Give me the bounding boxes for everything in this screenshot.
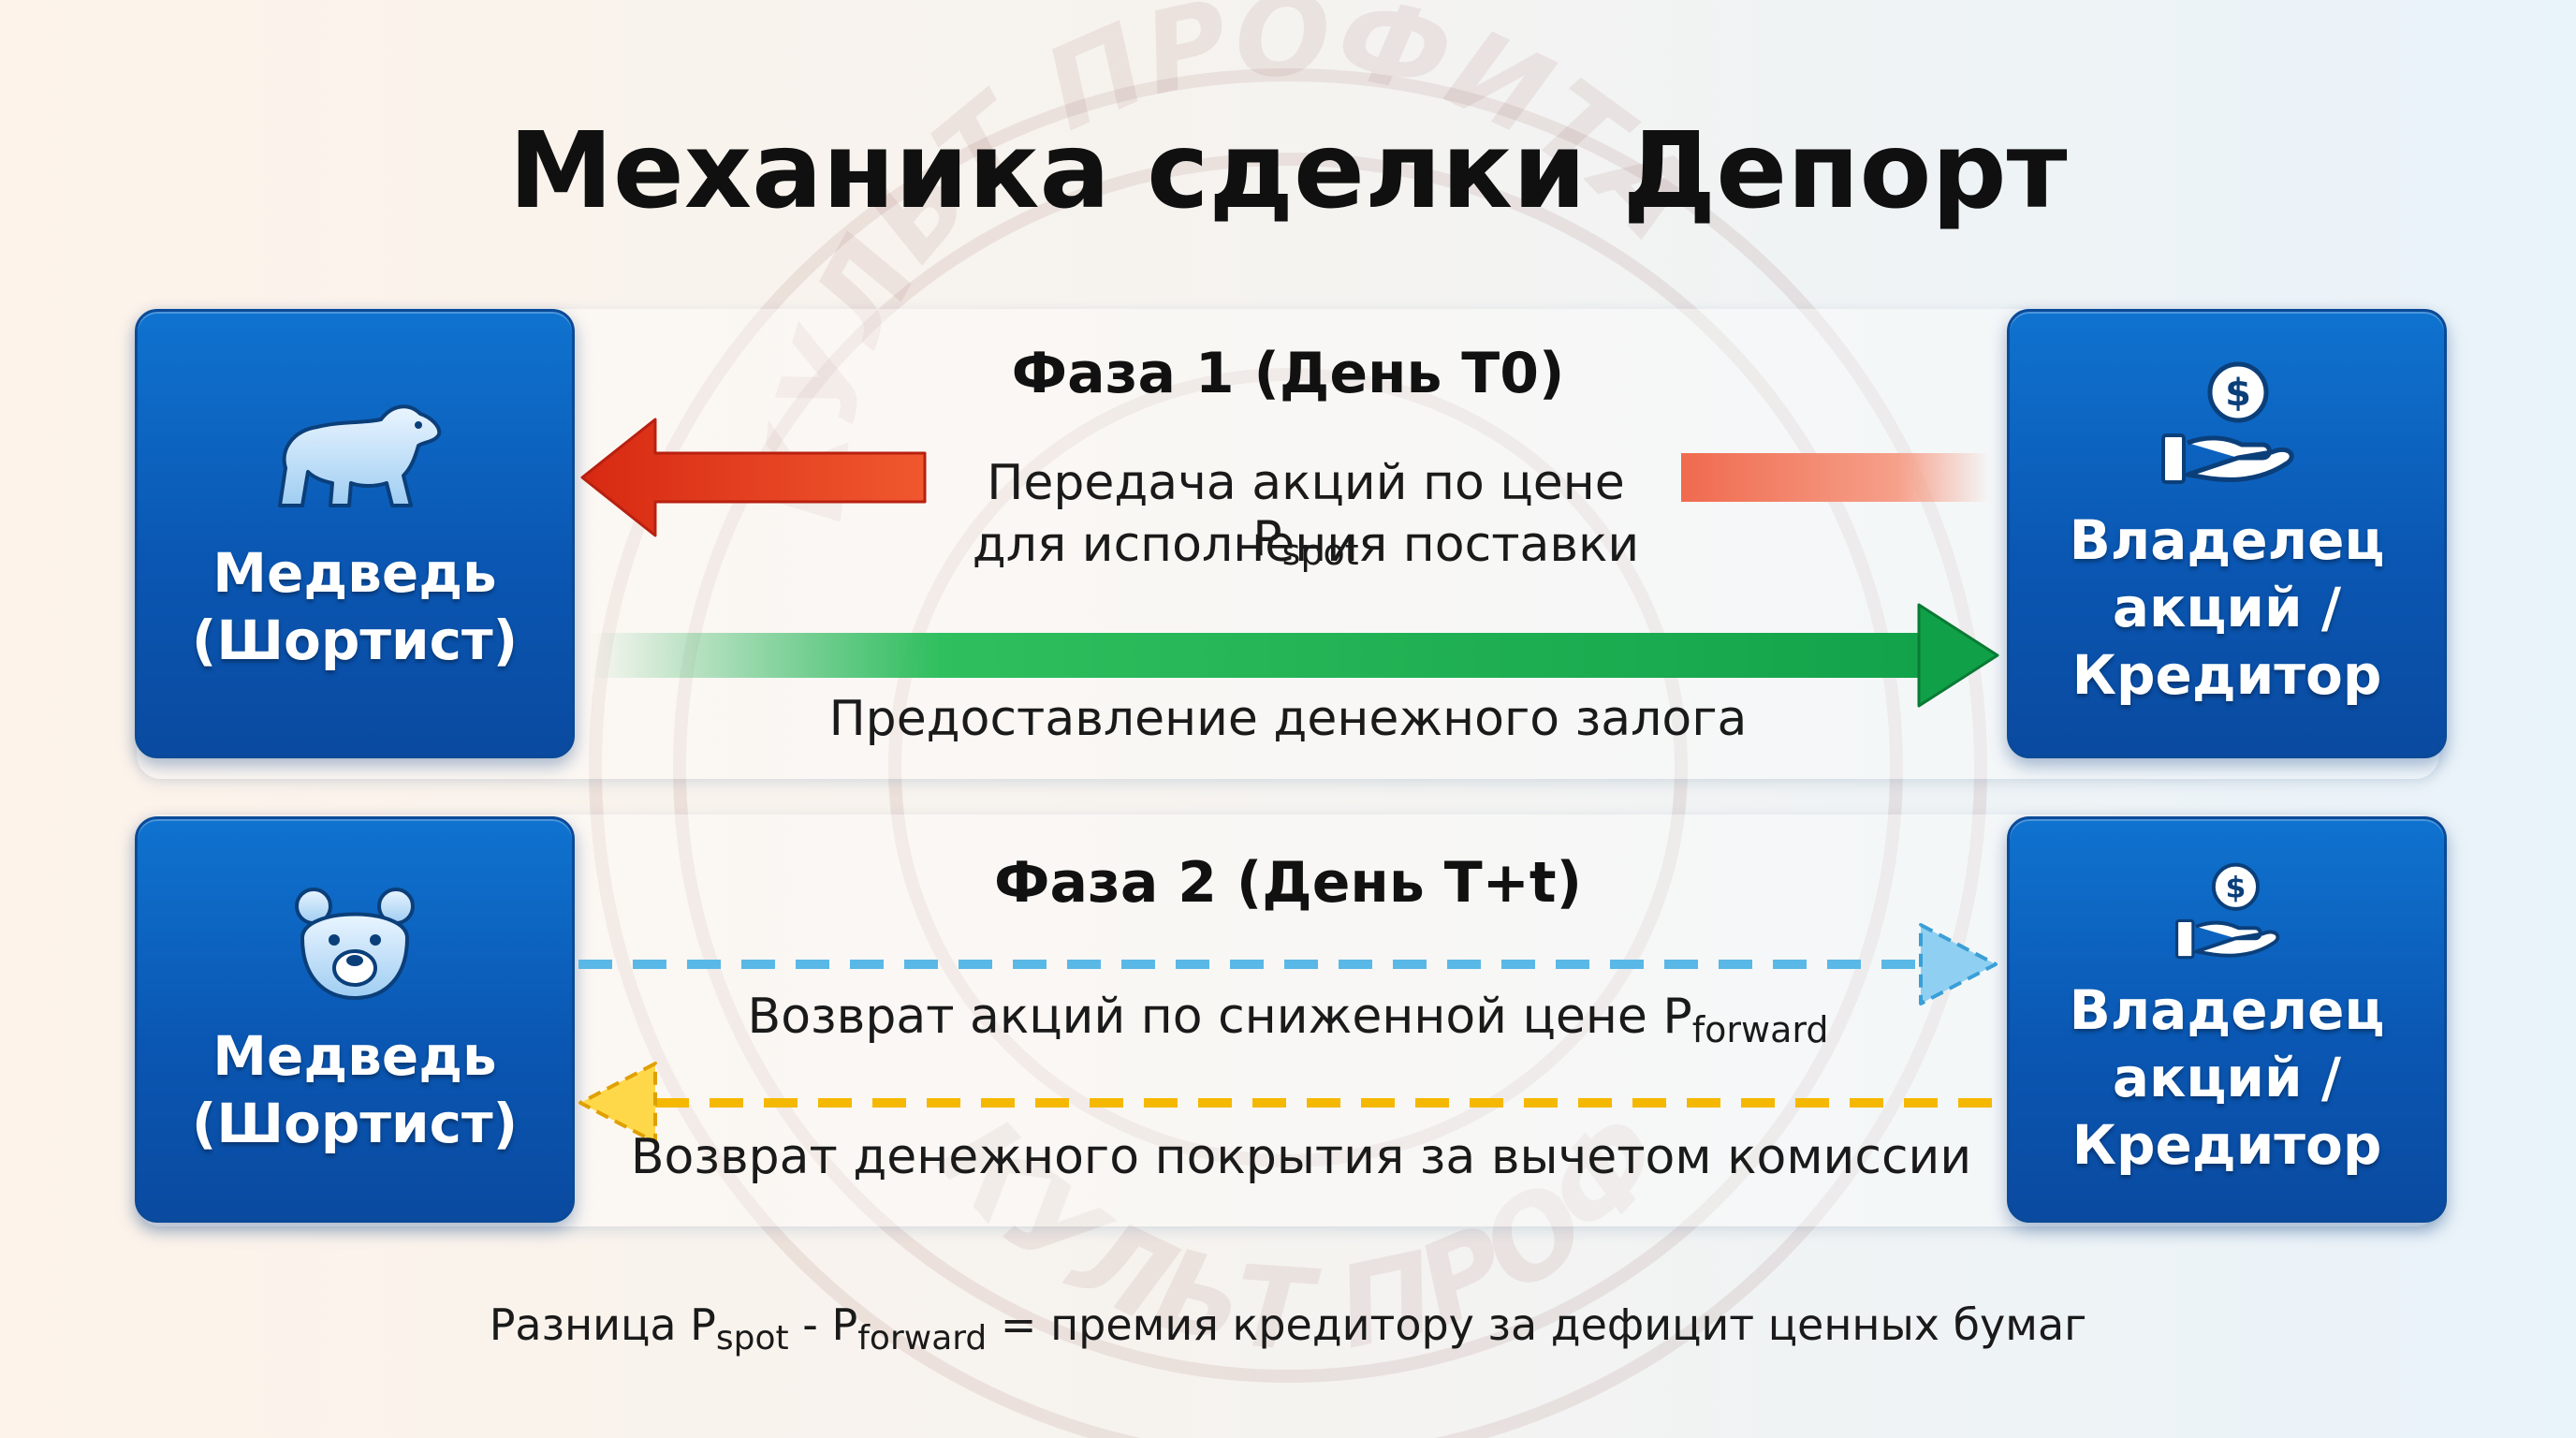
footer-sub-2: forward: [857, 1319, 988, 1357]
share-transfer-text-main: Передача акций по цене P: [987, 455, 1625, 567]
bear-face-icon: [295, 888, 415, 1001]
svg-text:$: $: [2225, 871, 2246, 904]
phase-1-title: Фаза 1 (День T0): [1011, 341, 1565, 406]
bear-walking-icon: [278, 404, 442, 507]
bear-label-line-1: Медведь: [212, 541, 497, 605]
share-transfer-text-line-2: для исполнения поставки: [972, 517, 1640, 573]
bear-label-line-2: (Шортист): [191, 1092, 519, 1155]
phase-2-title: Фаза 2 (День T+t): [993, 850, 1582, 916]
bear-label-line-1: Медведь: [212, 1024, 497, 1088]
creditor-card-phase-1: $ Владелец акций / Кредитор: [2007, 309, 2447, 758]
footer-note: Разница Pspot - Pforward = премия кредит…: [0, 1299, 2576, 1357]
bear-card-phase-2: Медведь (Шортист): [135, 816, 575, 1223]
creditor-card-phase-2: $ Владелец акций / Кредитор: [2007, 816, 2447, 1223]
footer-part-2: - P: [788, 1299, 858, 1350]
share-return-text: Возврат акций по сниженной цене Pforward: [580, 989, 1996, 1050]
share-return-text-main: Возврат акций по сниженной цене P: [747, 989, 1692, 1045]
hand-coin-icon: $: [2161, 361, 2294, 484]
bear-label-line-2: (Шортист): [191, 609, 519, 672]
creditor-label-line-2: акций /: [2112, 1046, 2342, 1109]
creditor-label-line-3: Кредитор: [2071, 1113, 2382, 1177]
creditor-label-line-1: Владелец: [2069, 508, 2385, 572]
footer-part-1: Разница P: [489, 1299, 716, 1350]
creditor-label-line-3: Кредитор: [2071, 643, 2382, 707]
share-return-text-sub: forward: [1691, 1009, 1829, 1050]
cash-return-text: Возврат денежного покрытия за вычетом ко…: [630, 1129, 1972, 1185]
footer-part-3: = премия кредитору за дефицит ценных бум…: [987, 1299, 2087, 1350]
creditor-label-line-2: акций /: [2112, 576, 2342, 639]
creditor-label-line-1: Владелец: [2069, 978, 2385, 1042]
share-transfer-text-sub: spot: [1281, 532, 1359, 573]
collateral-text: Предоставление денежного залога: [828, 691, 1748, 747]
page-title: Механика сделки Депорт: [508, 110, 2068, 232]
share-transfer-text: Передача акций по цене Pspot: [936, 455, 1676, 573]
footer-sub-1: spot: [715, 1319, 789, 1357]
svg-text:$: $: [2225, 372, 2251, 415]
bear-card-phase-1: Медведь (Шортист): [135, 309, 575, 758]
hand-coin-icon: $: [2175, 862, 2280, 960]
